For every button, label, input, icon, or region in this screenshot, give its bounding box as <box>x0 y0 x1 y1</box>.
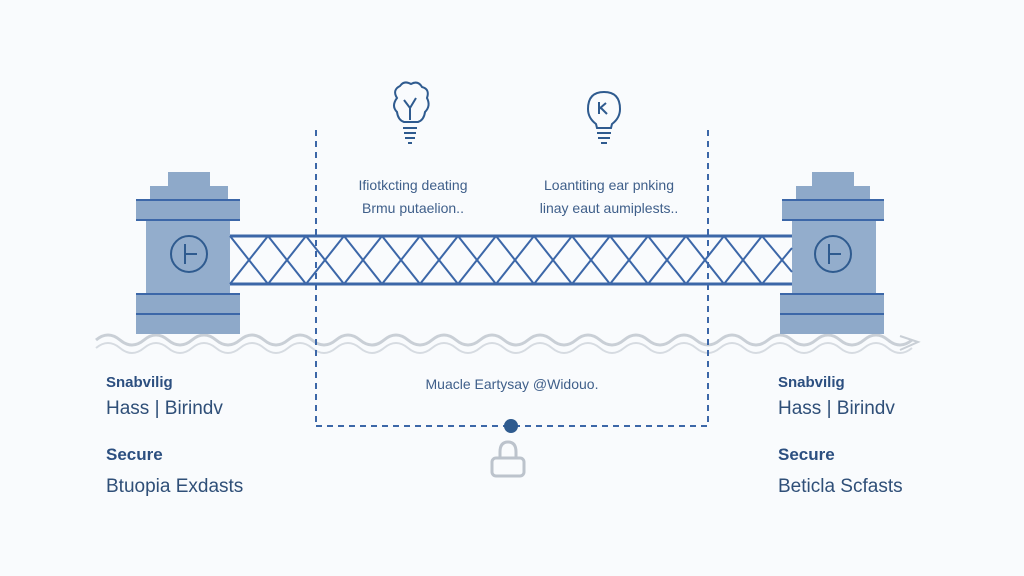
dashed-frame <box>315 130 709 427</box>
left-panel-subtitle: Hass | Birindv <box>106 398 223 419</box>
left-panel-title: Snabvilig <box>106 374 173 391</box>
left-panel-footer: Btuopia Exdasts <box>106 476 244 497</box>
right-tower <box>780 172 884 334</box>
left-panel-secure: Secure <box>106 445 163 464</box>
brain-bulb-icon <box>393 81 430 144</box>
k-bulb-icon <box>586 90 622 144</box>
truss-bridge <box>229 234 793 286</box>
circle-t-icon <box>814 235 852 273</box>
right-panel-title: Snabvilig <box>778 374 845 391</box>
padlock-icon <box>490 440 526 478</box>
circle-t-icon <box>170 235 208 273</box>
left-caption-line2: Brmu putaelion.. <box>362 200 464 216</box>
right-panel-footer: Beticla Scfasts <box>778 476 903 497</box>
right-panel-subtitle: Hass | Birindv <box>778 398 895 419</box>
dot-icon <box>504 419 518 433</box>
left-tower <box>136 172 240 334</box>
right-caption-line2: linay eaut aumiplests.. <box>539 200 679 216</box>
river-wave <box>95 333 921 354</box>
left-caption-line1: Ifiotkcting deating <box>358 177 468 193</box>
right-caption-line1: Loantiting ear pnking <box>544 177 674 193</box>
bottom-caption: Muacle Eartysay @Widouo. <box>425 376 599 392</box>
right-panel-secure: Secure <box>778 445 835 464</box>
